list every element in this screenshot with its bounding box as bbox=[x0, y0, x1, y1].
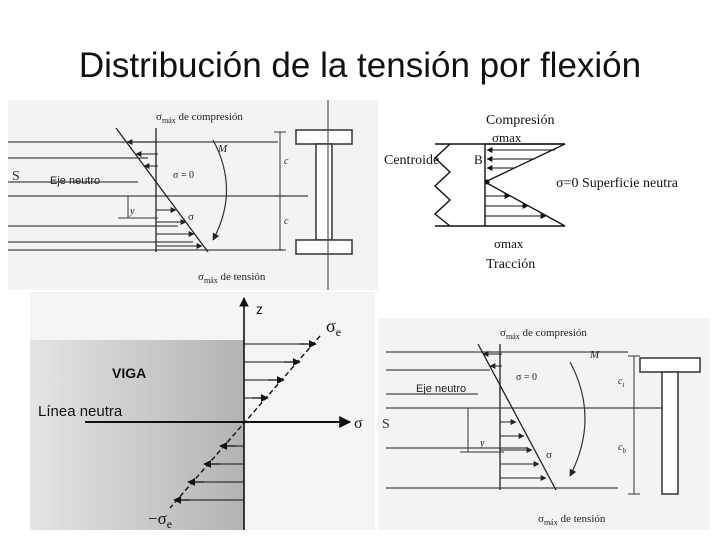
figure-background bbox=[378, 318, 710, 530]
stress-line bbox=[169, 335, 321, 509]
label-sigma-e-bottom: −σe bbox=[148, 509, 172, 530]
label-c-bottom: c bbox=[284, 216, 289, 227]
stress-arrows-compression bbox=[486, 147, 555, 171]
figure-beam-t-section: σmáx de compresión σmáx de tensión Eje n… bbox=[378, 318, 710, 530]
label-sigma: σ bbox=[188, 211, 194, 223]
label-neutral-surface: σ=0 Superficie neutra bbox=[556, 176, 679, 191]
label-sigma-axis: σ bbox=[354, 415, 363, 432]
figure-viga-diagram: z σe VIGA Línea neutra σ −σe bbox=[30, 292, 375, 530]
point-b bbox=[484, 179, 490, 185]
label-c-top: ct bbox=[618, 376, 625, 389]
figure-beam-i-section: σmáx de compresión σmáx de tensión Eje n… bbox=[8, 100, 378, 290]
label-sigma-max-bottom: σmax bbox=[494, 236, 524, 251]
label-max-compression: σmáx de compresión bbox=[156, 111, 243, 125]
label-moment: M bbox=[589, 349, 600, 361]
label-y: y bbox=[129, 206, 135, 217]
label-z: z bbox=[256, 301, 263, 317]
label-moment: M bbox=[217, 143, 228, 155]
slide-title: Distribución de la tensión por flexión bbox=[78, 46, 642, 85]
label-max-compression: σmáx de compresión bbox=[500, 327, 587, 341]
label-traction: Tracción bbox=[486, 257, 535, 272]
label-s-mark: S bbox=[382, 417, 390, 432]
moment-arc bbox=[569, 361, 586, 477]
beam-outline bbox=[386, 351, 668, 489]
c-dimensions bbox=[628, 355, 640, 495]
c-dimensions bbox=[274, 131, 286, 251]
stress-arrows-tension bbox=[500, 419, 547, 481]
label-centroid: Centroide bbox=[384, 153, 439, 168]
stress-arrows-compression bbox=[126, 139, 158, 169]
label-viga: VIGA bbox=[112, 365, 146, 381]
beam-block bbox=[433, 143, 565, 227]
label-sigma-max-top: σmax bbox=[492, 130, 522, 145]
label-sigma-e-top: σe bbox=[326, 316, 341, 339]
stress-arrows-tension bbox=[485, 193, 547, 219]
stress-arrows-tension bbox=[156, 207, 203, 249]
t-section bbox=[639, 357, 701, 495]
stress-arrows bbox=[173, 340, 317, 504]
label-s-mark: S bbox=[12, 169, 20, 184]
label-c-top: c bbox=[284, 156, 289, 167]
label-neutral-line: Línea neutra bbox=[38, 403, 123, 420]
label-sigma: σ bbox=[546, 449, 552, 461]
label-y: y bbox=[479, 438, 485, 449]
stress-triangles bbox=[484, 143, 566, 227]
beam-outline bbox=[8, 141, 308, 251]
label-compression: Compresión bbox=[486, 113, 554, 128]
label-c-bottom: cb bbox=[618, 442, 626, 455]
y-dimension bbox=[118, 196, 158, 219]
label-neutral-axis: Eje neutro bbox=[50, 175, 100, 187]
label-b-point: B bbox=[474, 152, 483, 167]
label-neutral-axis: Eje neutro bbox=[416, 383, 466, 395]
y-dimension bbox=[460, 408, 504, 453]
label-max-tension: σmáx de tensión bbox=[198, 271, 266, 285]
figure-centroid-diagram: Compresión σmax Centroide B σ=0 Superfic… bbox=[384, 113, 679, 272]
label-sigma-zero: σ = 0 bbox=[516, 372, 537, 383]
moment-arc bbox=[212, 139, 227, 241]
beam-body bbox=[30, 340, 244, 530]
label-max-tension: σmáx de tensión bbox=[538, 513, 606, 527]
label-sigma-zero: σ = 0 bbox=[173, 170, 194, 181]
stress-arrows-compression bbox=[482, 351, 502, 369]
